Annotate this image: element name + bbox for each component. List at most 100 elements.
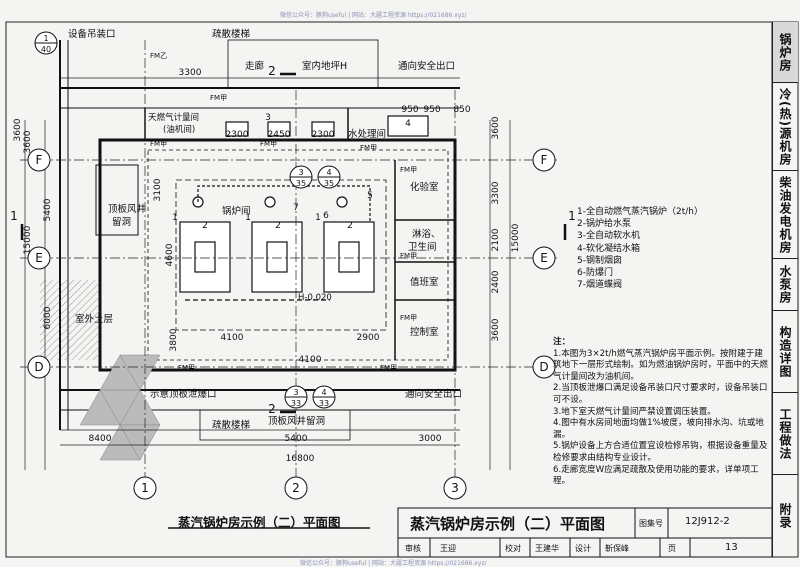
dim-text: 5400	[43, 198, 53, 221]
callout-2-bottom: 35	[324, 179, 334, 188]
note-item: 5.锅炉设备上方合适位置宜设检修吊钩，根据设备重量及检修要求由结构专业设计。	[553, 441, 768, 463]
label-exit-bottom: 通向安全出口	[405, 388, 462, 400]
atlas-label: 图集号	[639, 519, 663, 528]
equip-tag: 7	[293, 203, 299, 213]
boiler-3	[323, 221, 375, 293]
check-name: 王建华	[535, 544, 559, 553]
review-label: 审核	[405, 544, 421, 553]
axis-bubbles	[27, 148, 556, 500]
door-label: FM甲	[150, 140, 167, 148]
room-duty: 值班室	[410, 276, 439, 288]
label-stairs-bottom: 疏散楼梯	[212, 419, 251, 431]
axis-bubble-3	[443, 476, 467, 500]
door-label: FM甲	[400, 314, 417, 322]
side-tab-construction-details[interactable]: 构造详图	[772, 310, 798, 392]
dim-text: 4600	[165, 243, 175, 266]
label-relief-vent: 示意顶板泄爆口	[150, 388, 217, 400]
design-label: 设计	[575, 544, 591, 553]
side-tab-appendix[interactable]: 附录	[772, 474, 798, 557]
dim-text: 4100	[221, 333, 244, 343]
room-water-treatment: 水处理间	[348, 128, 386, 140]
dim-text: 850	[453, 105, 470, 115]
legend-item: 6-防爆门	[577, 268, 613, 279]
review-name: 王迎	[440, 544, 456, 553]
atlas-number: 12J912-2	[685, 516, 730, 527]
callout-5-bottom: 40	[41, 45, 51, 54]
axis-1: 1	[141, 481, 149, 495]
dim-text: 2100	[491, 228, 501, 251]
room-shower-line2: 卫生间	[408, 241, 437, 253]
label-vent-2: 顶板风井留洞	[268, 415, 325, 427]
label-vent-line2: 留洞	[112, 216, 131, 228]
legend-item: 7-烟道蝶阀	[577, 280, 622, 291]
axis-D-left: D	[34, 360, 43, 374]
callout-1-top: 3	[298, 168, 303, 177]
dim-text: 2450	[268, 130, 291, 140]
note-item: 2.当顶板泄爆口满足设备吊装口尺寸要求时，设备吊装口可不设。	[553, 383, 768, 405]
dim-text: 2300	[226, 130, 249, 140]
axis-E-right: E	[540, 251, 548, 265]
dim-text: 3300	[179, 68, 202, 78]
door-label: FM甲	[400, 252, 417, 260]
side-tab-pump-room[interactable]: 水泵房	[772, 258, 798, 310]
label-vent-line1: 顶板风井	[108, 203, 146, 215]
plan-caption: 蒸汽锅炉房示例（二）平面图	[178, 515, 341, 530]
side-tab-chiller-room[interactable]: 冷(热)源机房	[772, 82, 798, 170]
axis-bubble-F-left	[27, 148, 51, 172]
axis-E-left: E	[35, 251, 43, 265]
axis-bubble-D-left	[27, 355, 51, 379]
room-lab: 化验室	[410, 181, 439, 193]
callout-4-top: 4	[321, 388, 326, 397]
label-exit-top: 通向安全出口	[398, 60, 455, 72]
note-item: 4.图中有水房间地面均做1%坡度，坡向排水沟、坑或地漏。	[553, 418, 764, 440]
equip-tag: 3	[265, 113, 271, 123]
axis-bubble-2	[284, 476, 308, 500]
equip-tag: 4	[405, 119, 411, 129]
equip-tag: 1	[245, 213, 251, 223]
section-mark-1-left: 1	[10, 209, 18, 223]
condensate-tank	[387, 115, 429, 137]
design-name: 靳保峰	[605, 544, 629, 553]
page-number: 13	[725, 542, 738, 553]
check-label: 校对	[505, 544, 521, 553]
side-tab-boiler-room[interactable]: 锅炉房	[772, 22, 798, 82]
door-label: FM甲	[178, 364, 195, 372]
equipment-legend: 1-全自动燃气蒸汽锅炉（2t/h） 2-锅炉给水泵 3-全自动软水机 4-软化凝…	[577, 206, 703, 291]
equip-tag: 1	[172, 213, 178, 223]
dim-text: 3000	[419, 434, 442, 444]
label-floor-level: H-0.020	[298, 293, 332, 303]
dim-text: 950	[423, 105, 440, 115]
dim-text: 950	[401, 105, 418, 115]
dim-text: 15000	[23, 225, 33, 254]
callout-2-top: 4	[326, 168, 331, 177]
room-corridor: 走廊	[245, 60, 265, 72]
dim-text: 5400	[285, 434, 308, 444]
side-tab-engineering-practice[interactable]: 工程做法	[772, 392, 798, 474]
note-item: 1.本图为3×2t/h燃气蒸汽锅炉房平面示例。按附建于建筑地下一层形式绘制。如为…	[553, 348, 768, 382]
note-item: 6.走廊宽度W应满足疏散及使用功能的要求，详单项工程。	[553, 464, 759, 487]
door-label: FM甲	[260, 140, 277, 148]
drawing-title: 蒸汽锅炉房示例（二）平面图	[410, 515, 606, 533]
page-label: 页	[668, 544, 676, 553]
dim-text: 3100	[153, 178, 163, 201]
dimension-lines	[20, 40, 560, 480]
equip-tag: 6	[323, 211, 329, 221]
legend-item: 3-全自动软水机	[577, 231, 640, 242]
callout-3-top: 3	[293, 388, 298, 397]
room-gas-meter-line1: 天燃气计量间	[148, 112, 199, 123]
section-mark-1-right: 1	[568, 209, 576, 223]
notes-title: 注：	[553, 337, 571, 347]
callout-1-bottom: 35	[296, 179, 306, 188]
equip-tag: 1	[315, 213, 321, 223]
side-tab-generator-room[interactable]: 柴油发电机房	[772, 170, 798, 258]
label-floor-pit: 室内地坪H	[302, 60, 347, 72]
section-mark-2-bottom: 2	[268, 402, 276, 416]
axis-2: 2	[292, 481, 300, 495]
axis-bubble-1	[133, 476, 157, 500]
equip-tag: 2	[202, 221, 208, 231]
note-item: 3.地下室天燃气计量间严禁设置调压装置。	[553, 406, 716, 417]
door-label: FM甲	[210, 94, 227, 102]
dim-text: 3300	[491, 181, 501, 204]
door-label: FM甲	[380, 364, 397, 372]
